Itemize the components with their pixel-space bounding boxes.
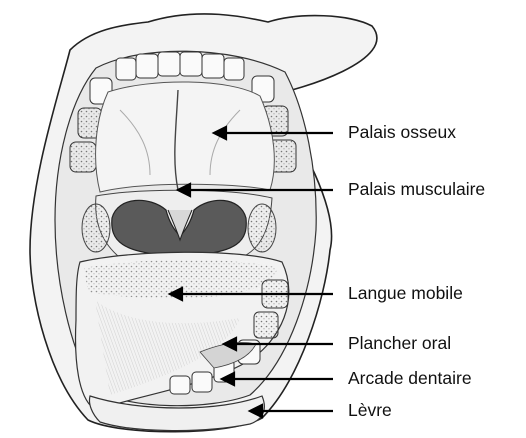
label-palais-musculaire: Palais musculaire [348, 181, 485, 199]
label-levre: Lèvre [348, 402, 392, 420]
label-palais-osseux: Palais osseux [348, 124, 456, 142]
hard-palate [96, 82, 275, 192]
label-langue-mobile: Langue mobile [348, 285, 463, 303]
label-plancher-oral: Plancher oral [348, 335, 451, 353]
label-arcade-dentaire: Arcade dentaire [348, 370, 472, 388]
